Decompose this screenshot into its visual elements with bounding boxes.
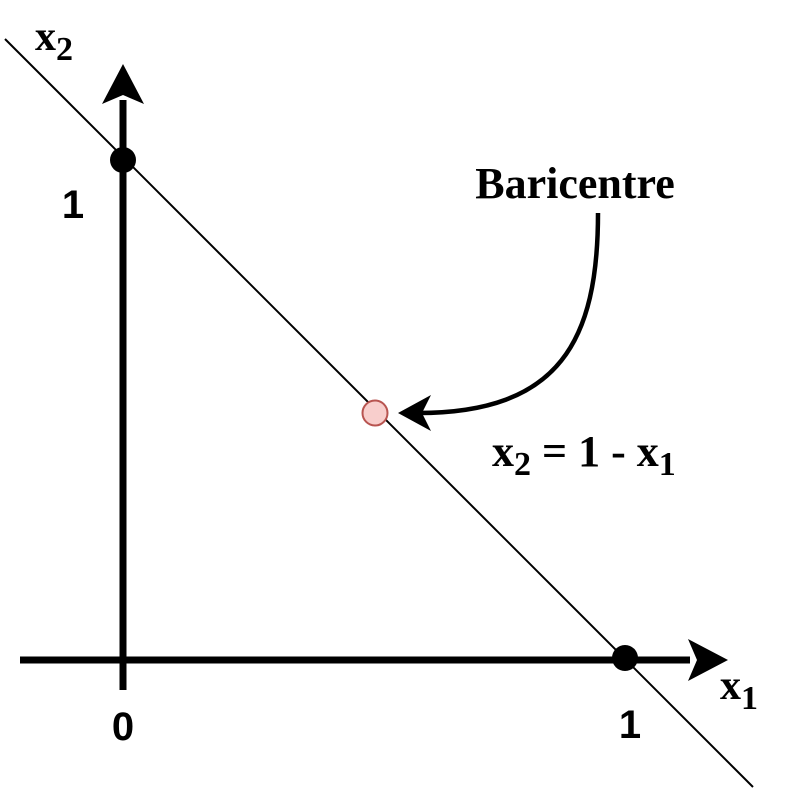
x-axis-title: x1 xyxy=(720,663,758,717)
y-axis-title-var: x xyxy=(35,14,56,60)
y-axis-arrowhead xyxy=(102,64,144,104)
y-unit-label: 1 xyxy=(62,183,84,227)
x-axis-title-var: x xyxy=(720,663,741,709)
annotation-arrowhead xyxy=(398,395,431,431)
x-axis-arrowhead xyxy=(688,639,728,681)
vertex-point-y xyxy=(110,147,136,173)
x-axis-title-sub: 1 xyxy=(741,680,758,717)
y-axis-title-sub: 2 xyxy=(56,31,73,68)
vertex-point-x xyxy=(612,645,638,671)
equation-rhs-var: x xyxy=(637,427,659,476)
x-unit-label: 1 xyxy=(619,703,641,747)
origin-label: 0 xyxy=(112,705,134,749)
y-axis-title: x2 xyxy=(35,14,73,68)
annotation-arrow xyxy=(417,212,601,416)
equation-lhs-sub: 2 xyxy=(514,446,531,483)
equation-lhs-var: x xyxy=(492,427,514,476)
barycenter-point xyxy=(361,399,389,427)
barycenter-label: Baricentre xyxy=(475,159,675,208)
equation-rhs-sub: 1 xyxy=(659,446,676,483)
equation-middle: = 1 - xyxy=(531,427,637,476)
line-equation: x2 = 1 - x1 xyxy=(492,427,676,483)
